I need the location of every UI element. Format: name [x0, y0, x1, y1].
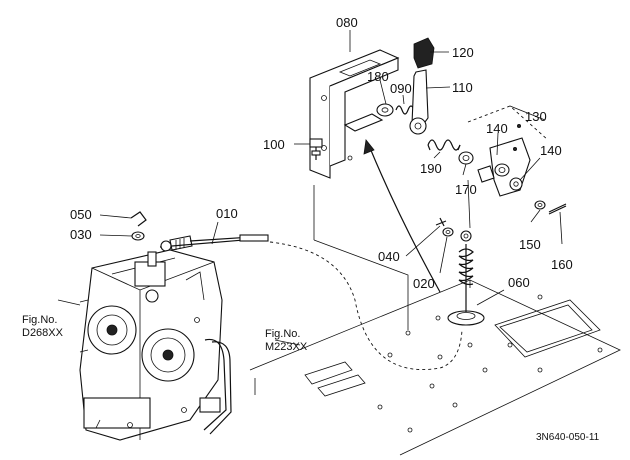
label-part-080: 080	[336, 15, 358, 30]
label-part-030: 030	[70, 227, 92, 242]
part-170-washer	[458, 151, 474, 165]
assembly-arrow	[363, 139, 441, 293]
label-part-170: 170	[455, 182, 477, 197]
part-130-assembly	[467, 105, 549, 197]
label-part-040: 040	[378, 249, 400, 264]
part-120-knob	[413, 37, 435, 69]
figref-left: Fig.No. D268XX	[22, 314, 63, 339]
cable-route	[269, 179, 471, 370]
part-050-pin	[130, 211, 147, 227]
part-060-assembly	[447, 230, 485, 326]
figref-left-line2: D268XX	[22, 326, 63, 339]
part-040-pin	[435, 217, 447, 227]
label-part-190: 190	[420, 161, 442, 176]
label-part-050: 050	[70, 207, 92, 222]
floor-panel	[249, 279, 621, 456]
label-part-130: 130	[525, 109, 547, 124]
label-part-120: 120	[452, 45, 474, 60]
transmission-housing	[79, 249, 232, 441]
label-part-100: 100	[263, 137, 285, 152]
label-part-150: 150	[519, 237, 541, 252]
label-part-140a: 140	[486, 121, 508, 136]
part-110-lever	[409, 69, 429, 135]
figref-left-line1: Fig.No.	[22, 314, 58, 326]
figref-middle: Fig.No. M223XX	[265, 328, 307, 353]
part-150-washer	[534, 200, 546, 210]
label-part-010: 010	[216, 206, 238, 221]
label-part-060: 060	[508, 275, 530, 290]
figref-mid-line1: Fig.No.	[265, 328, 301, 340]
part-030-washer	[131, 231, 145, 241]
label-part-020: 020	[413, 276, 435, 291]
part-160-pin	[548, 203, 567, 215]
label-part-140b: 140	[540, 143, 562, 158]
label-part-180: 180	[367, 69, 389, 84]
part-090-spring	[395, 105, 415, 115]
part-190-spring	[427, 139, 461, 151]
drawing-code: 3N640-050-11	[536, 432, 600, 443]
part-020-washer	[442, 227, 454, 237]
figref-mid-line2: M223XX	[265, 340, 308, 353]
label-part-090: 090	[390, 81, 412, 96]
part-100-bolt	[309, 138, 323, 160]
part-180-washer	[376, 103, 394, 117]
part-080-bracket	[309, 49, 400, 179]
leader-lines	[57, 30, 563, 346]
part-010-cable	[159, 234, 269, 252]
label-part-160: 160	[551, 257, 573, 272]
label-part-110: 110	[452, 80, 473, 95]
